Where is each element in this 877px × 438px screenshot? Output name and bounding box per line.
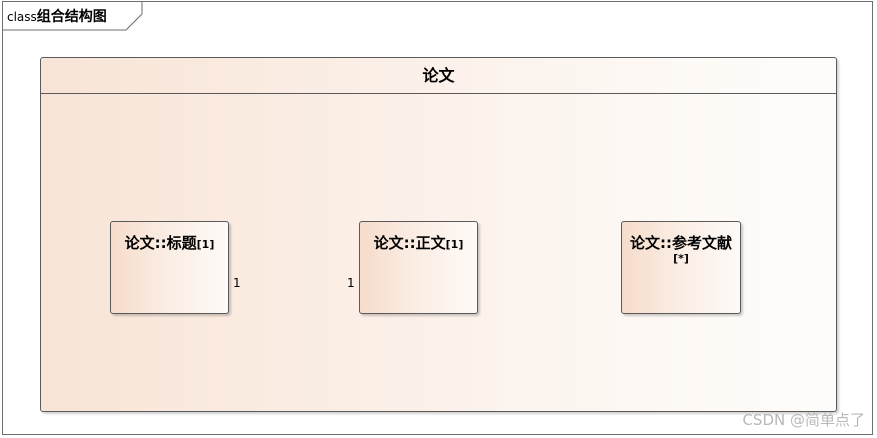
frame-name: 组合结构图 — [36, 9, 107, 25]
part-body[interactable]: 论文::正文[1] — [359, 221, 478, 314]
part-title-name: 论文::标题 — [124, 234, 197, 252]
connector-source-multiplicity: 1 — [233, 276, 241, 290]
part-title[interactable]: 论文::标题[1] — [110, 221, 229, 314]
part-body-multiplicity: [1] — [445, 238, 464, 251]
watermark: CSDN @简单点了 — [742, 411, 865, 429]
part-body-name: 论文::正文 — [373, 234, 446, 252]
part-references-name: 论文::参考文献 — [630, 234, 732, 252]
part-references-multiplicity: [*] — [673, 252, 689, 265]
frame-label: class组合结构图 — [7, 6, 107, 26]
part-title-multiplicity: [1] — [196, 238, 215, 251]
frame-keyword: class — [7, 10, 37, 24]
owner-class-name: 论文 — [41, 58, 836, 94]
connector-target-multiplicity: 1 — [347, 276, 355, 290]
part-references[interactable]: 论文::参考文献 [*] — [621, 221, 741, 314]
